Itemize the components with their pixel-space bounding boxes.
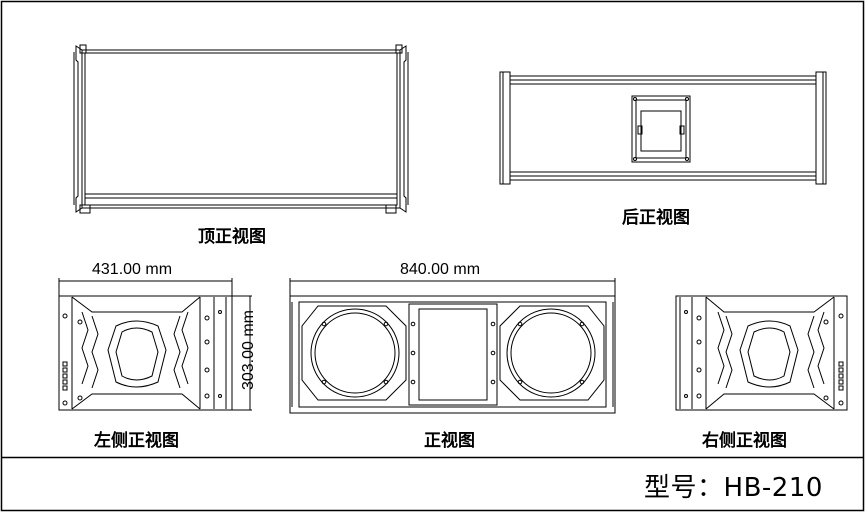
length-dimension-label: 840.00 mm [400, 261, 481, 278]
right-side-view-drawing [675, 295, 848, 411]
rear-view-drawing [499, 71, 827, 185]
left-side-view-label: 左侧正视图 [94, 431, 179, 451]
model-number-label: 型号： [644, 473, 724, 503]
rear-view-label: 后正视图 [622, 208, 690, 228]
top-view-drawing [73, 44, 409, 214]
top-view-label: 顶正视图 [198, 227, 266, 247]
model-number: 型号：HB-210 [644, 467, 823, 504]
height-dimension-label: 303.00 mm [240, 309, 257, 391]
front-view-drawing [289, 278, 616, 414]
front-view-label: 正视图 [424, 431, 475, 451]
right-side-view-label: 右侧正视图 [702, 431, 787, 451]
left-side-view-drawing [58, 278, 252, 411]
model-number-value: HB-210 [723, 473, 823, 503]
width-dimension-label: 431.00 mm [92, 261, 173, 278]
